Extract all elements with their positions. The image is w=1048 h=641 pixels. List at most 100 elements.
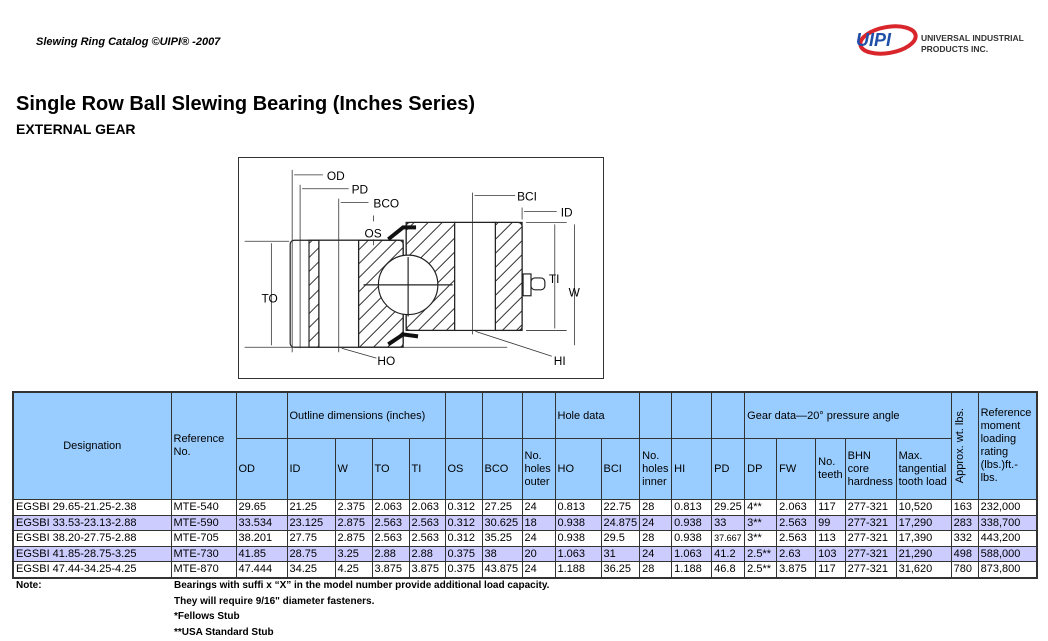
table-cell: 2.563 [408,514,446,531]
table-cell: MTE-705 [170,530,237,547]
col-w: W [334,438,373,500]
table-cell: 780 [950,561,979,578]
table-cell: 17,390 [895,530,952,547]
label-ti: TI [549,272,560,286]
table-cell: 283 [950,514,979,531]
col-dp: DP [744,438,778,500]
table-cell: 103 [815,545,846,562]
col-bhn: BHN core hardness [844,438,897,500]
col-pd: PD [711,438,746,500]
label-bco: BCO [373,197,399,211]
table-cell: 0.312 [444,514,483,531]
col-to: TO [371,438,410,500]
col-moment-rating: Reference moment loading rating (lbs.)ft… [977,391,1038,500]
label-ho: HO [377,354,395,368]
table-cell: 0.375 [444,545,483,562]
table-cell: 3** [744,530,778,547]
table-cell: 2.563 [776,514,817,531]
table-cell: 29.5 [600,530,641,547]
table-cell: 43.875 [481,561,523,578]
col-reference-no: Reference No. [170,391,237,500]
table-cell: 443,200 [977,530,1038,547]
page-title: Single Row Ball Slewing Bearing (Inches … [16,93,476,115]
table-cell: 3.25 [334,545,373,562]
label-bci: BCI [517,190,537,204]
table-cell: 338,700 [977,514,1038,531]
table-cell: 2.563 [371,514,410,531]
table-cell: 22.75 [600,499,641,516]
bearing-spec-table: Designation Reference No. Outline dimens… [12,391,1039,579]
col-max-tooth-load: Max. tangential tooth load [895,438,952,500]
table-cell: 38 [481,545,523,562]
table-cell: MTE-730 [170,545,237,562]
company-line-1: UNIVERSAL INDUSTRIAL [921,33,1024,43]
notes: Note: Bearings with suffi x “X” in the m… [16,578,549,638]
table-cell: 28 [639,530,673,547]
table-cell: EGSBI 38.20-27.75-2.88 [12,530,172,547]
table-cell: 33 [711,514,746,531]
table-cell: 2.375 [334,499,373,516]
table-cell: 2.563 [408,530,446,547]
table-cell: 47.444 [235,561,288,578]
table-cell: 873,800 [977,561,1038,578]
table-cell: 277-321 [844,499,897,516]
table-cell: 3.875 [408,561,446,578]
table-cell: 0.375 [444,561,483,578]
bearing-cross-section-diagram: OD PD BCO OS BCI ID TO TI W HO HI [238,157,604,379]
col-ti: TI [408,438,446,500]
col-approx-weight-label: Approx. wt. lbs. [953,408,966,484]
header-blank [444,391,483,439]
label-hi: HI [554,354,566,368]
note-item: Bearings with suffi x “X” in the model n… [174,580,550,591]
col-designation: Designation [12,391,172,500]
table-cell: 2.063 [408,499,446,516]
col-ho: HO [554,438,602,500]
table-cell: 2.875 [334,530,373,547]
table-cell: 23.125 [286,514,336,531]
table-cell: 1.063 [671,545,713,562]
label-w: W [569,286,581,300]
label-os: OS [365,226,382,240]
header-blank [639,391,673,439]
table-cell: 113 [815,530,846,547]
header-blank [521,391,556,439]
header-blank [711,391,746,439]
table-cell: 18 [521,514,556,531]
table-cell: EGSBI 29.65-21.25-2.38 [12,499,172,516]
table-cell: 1.063 [554,545,602,562]
table-cell: 29.65 [235,499,288,516]
table-cell: 99 [815,514,846,531]
table-cell: 2.5** [744,545,778,562]
table-cell: 0.312 [444,499,483,516]
header-blank [235,391,288,439]
table-cell: 277-321 [844,514,897,531]
table-cell: 0.938 [671,530,713,547]
header-blank [481,391,523,439]
table-cell: 2.88 [371,545,410,562]
table-cell: 17,290 [895,514,952,531]
table-cell: 29.25 [711,499,746,516]
table-cell: 277-321 [844,545,897,562]
table-cell: 4** [744,499,778,516]
table-cell: 41.2 [711,545,746,562]
col-od: OD [235,438,288,500]
table-cell: 33.534 [235,514,288,531]
table-cell: 27.75 [286,530,336,547]
table-cell: 38.201 [235,530,288,547]
col-bco: BCO [481,438,523,500]
company-name: UNIVERSAL INDUSTRIAL PRODUCTS INC. [921,33,1024,55]
table-cell: 277-321 [844,561,897,578]
table-cell: 1.188 [671,561,713,578]
table-cell: 2.5** [744,561,778,578]
header-blank [671,391,713,439]
group-gear-data: Gear data—20° pressure angle [744,391,952,439]
table-cell: 0.813 [554,499,602,516]
table-cell: 1.188 [554,561,602,578]
